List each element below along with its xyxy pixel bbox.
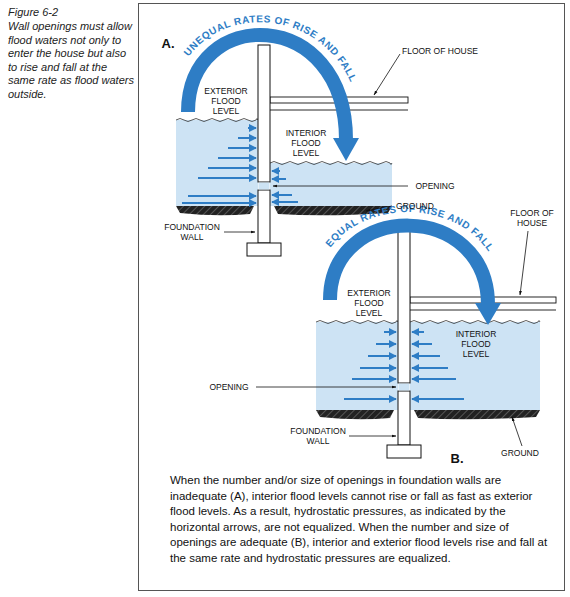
figure-number: Figure 6-2: [8, 6, 58, 20]
figure-caption: Wall openings must allow flood waters no…: [8, 20, 134, 101]
part-label: GROUND: [500, 448, 540, 458]
section-letter: A.: [158, 36, 178, 51]
diagram-b: [256, 222, 556, 458]
part-label: OPENING: [411, 181, 459, 191]
flow-arc-label: UNEQUAL RATES OF RISE AND FALL: [181, 13, 359, 83]
level-label: EXTERIOR FLOOD LEVEL: [200, 86, 252, 116]
level-label: INTERIOR FLOOD LEVEL: [450, 329, 502, 359]
level-label: INTERIOR FLOOD LEVEL: [280, 128, 332, 158]
part-label: FLOOR OF HOUSE: [506, 208, 558, 228]
part-label: FOUNDATION WALL: [288, 426, 348, 446]
part-label: FOUNDATION WALL: [162, 222, 222, 242]
level-label: EXTERIOR FLOOD LEVEL: [343, 288, 395, 318]
part-label: FLOOR OF HOUSE: [400, 46, 480, 56]
part-label: GROUND: [395, 201, 435, 211]
explanation-text: When the number and/or size of openings …: [170, 473, 548, 566]
part-label: OPENING: [205, 382, 253, 392]
section-letter: B.: [447, 451, 467, 466]
